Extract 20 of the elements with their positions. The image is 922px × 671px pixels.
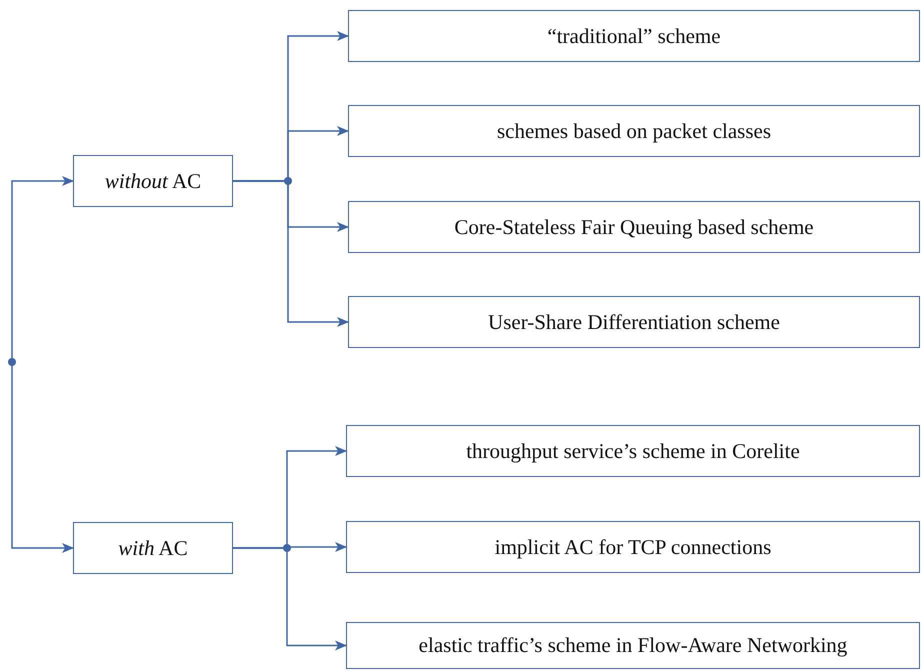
label-box xyxy=(346,425,920,477)
label-box xyxy=(346,521,920,573)
box-label: with AC xyxy=(118,536,188,560)
label-box xyxy=(73,155,233,207)
label-box xyxy=(73,522,233,574)
box-label: “traditional” scheme xyxy=(547,24,721,48)
label-box xyxy=(348,105,920,157)
connector-arrow xyxy=(233,180,349,327)
box-label: schemes based on packet classes xyxy=(496,118,772,144)
box-label: Core-Stateless Fair Queuing based scheme xyxy=(454,214,814,240)
label-box xyxy=(348,296,920,348)
box-label: implicit AC for TCP connections xyxy=(494,534,772,560)
box-label: throughput service’s scheme in Corelite xyxy=(466,438,800,464)
label-box xyxy=(348,201,920,253)
label-box xyxy=(348,10,920,62)
box-label: without AC xyxy=(104,168,202,194)
box-label: elastic traffic’s scheme in Flow-Aware Networking xyxy=(418,633,848,658)
box-label: User-Share Differentiation scheme xyxy=(488,310,780,334)
connector-arrow xyxy=(233,547,347,650)
label-box xyxy=(346,622,920,669)
